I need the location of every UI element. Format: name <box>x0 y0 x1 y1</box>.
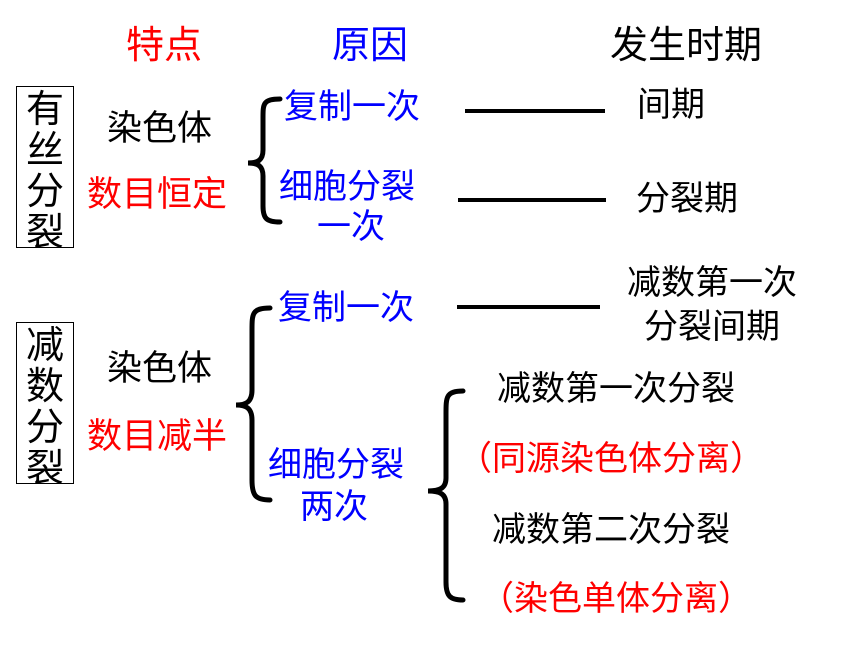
mitosis-period-division: 分裂期 <box>636 179 738 219</box>
mitosis-label-char: 分 <box>25 169 64 214</box>
meiosis-division1-note: （同源染色体分离） <box>458 439 764 479</box>
meiosis-feature-line2: 数目减半 <box>87 417 228 457</box>
meiosis-label-char: 减 <box>25 323 64 367</box>
mitosis-label-char: 有 <box>25 87 64 131</box>
header-feature: 特点 <box>126 23 203 67</box>
meiosis-feature-line1: 染色体 <box>107 349 213 389</box>
meiosis-reason-divide-line1: 细胞分裂 <box>268 445 404 485</box>
mitosis-period-interphase: 间期 <box>637 85 705 125</box>
meiosis-reason-divide-line2: 两次 <box>300 487 368 527</box>
meiosis-label-char: 分 <box>25 405 64 450</box>
mitosis-label-box: 有 丝 分 裂 <box>16 86 74 253</box>
header-period: 发生时期 <box>610 23 763 67</box>
meiosis-reason-replicate: 复制一次 <box>278 288 414 328</box>
header-reason: 原因 <box>332 23 409 67</box>
meiosis-label-char: 数 <box>25 364 64 409</box>
mitosis-feature-line1: 染色体 <box>107 109 213 149</box>
mitosis-feature-line2: 数目恒定 <box>87 175 228 215</box>
meiosis-label-char: 裂 <box>25 446 64 491</box>
meiosis-brace-outer <box>235 305 273 503</box>
meiosis-period-line2: 分裂间期 <box>644 307 780 347</box>
meiosis-brace-inner <box>427 388 466 603</box>
meiosis-period-line1: 减数第一次 <box>627 263 797 303</box>
meiosis-label-box: 减 数 分 裂 <box>16 322 74 489</box>
mitosis-brace <box>247 96 283 225</box>
meiosis-division2: 减数第二次分裂 <box>492 510 730 550</box>
meiosis-division2-note: （染色单体分离） <box>480 579 752 619</box>
mitosis-reason-divide-line2: 一次 <box>317 207 385 247</box>
mitosis-label-char: 裂 <box>25 210 64 255</box>
mitosis-label-char: 丝 <box>25 128 64 173</box>
mitosis-reason-replicate: 复制一次 <box>284 87 420 127</box>
mitosis-reason-divide-line1: 细胞分裂 <box>279 167 415 207</box>
meiosis-division1: 减数第一次分裂 <box>497 369 735 409</box>
